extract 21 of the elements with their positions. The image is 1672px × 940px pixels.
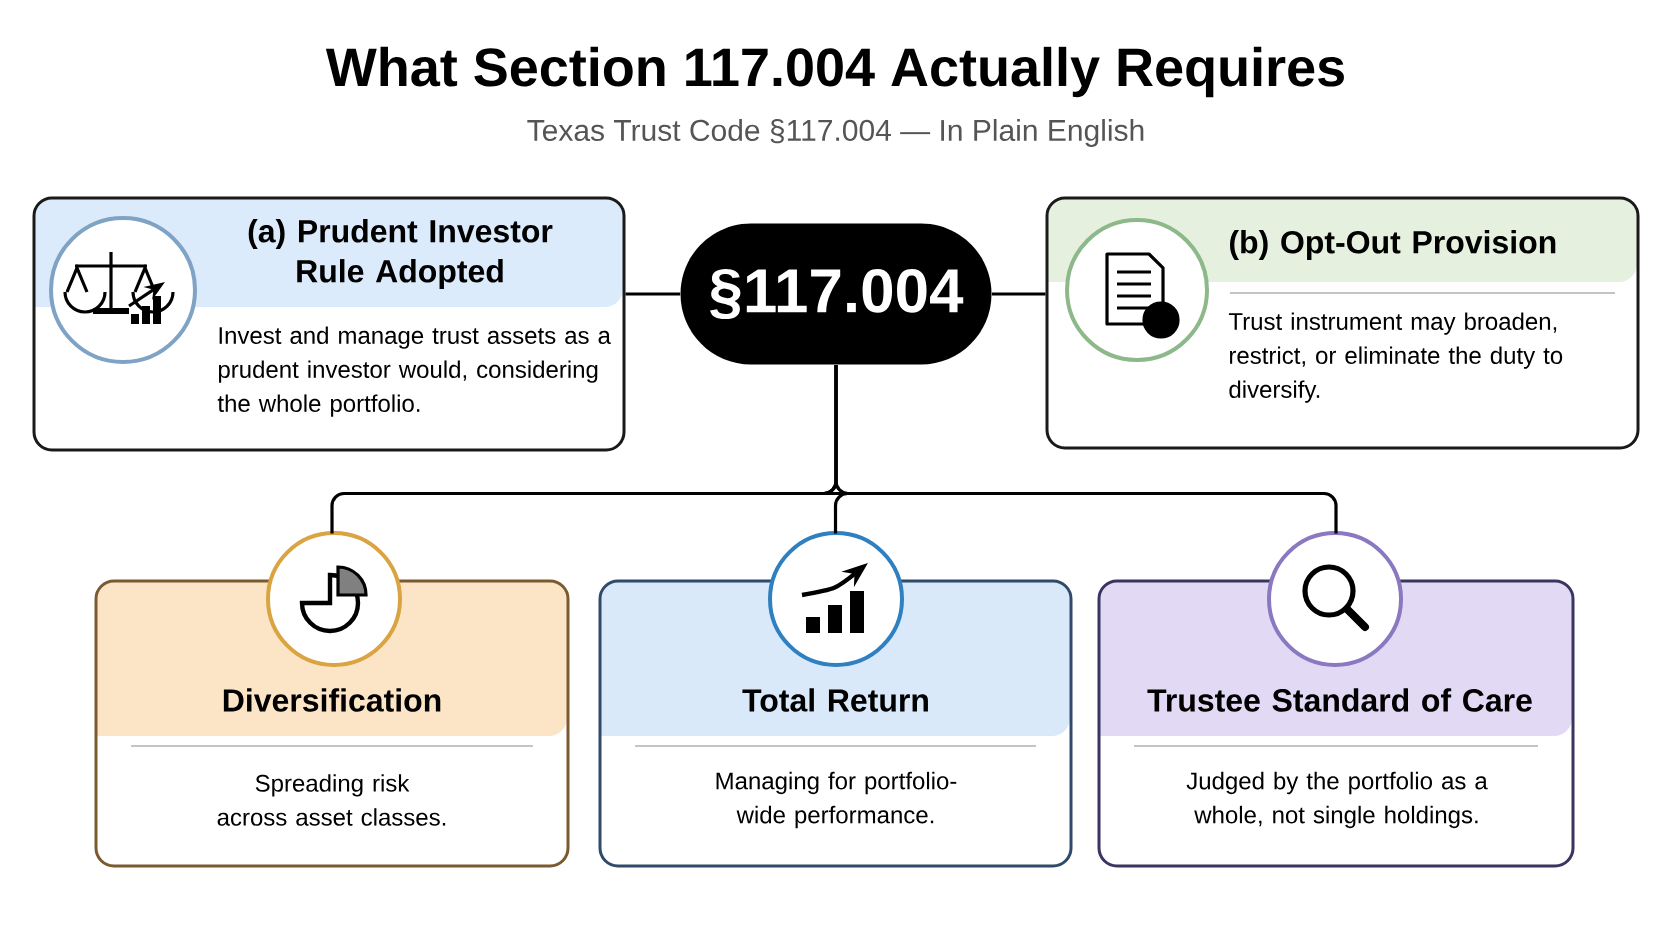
- card-text: Spreading risk across asset classes.: [217, 774, 446, 826]
- card-text: Invest and manage trust assets as a prudent investor would, considering the whole portfolio.: [217, 326, 611, 417]
- card-text: Judged by the portfolio as a whole, not single holdings.: [1186, 771, 1488, 829]
- connector-line: [625, 292, 681, 296]
- title: What Section 117.004 Actually Requires: [325, 46, 1344, 98]
- card-heading: Diversification: [223, 688, 441, 712]
- card: [1097, 531, 1575, 868]
- card: [94, 531, 570, 868]
- card-text: Managing for portfolio-wide performance.: [716, 771, 957, 829]
- card-text: Trust instrument may broaden, restrict, or eliminate the duty to diversify.: [1228, 312, 1563, 403]
- card: [598, 531, 1073, 868]
- card-heading: Trustee Standard of Care: [1147, 688, 1532, 712]
- card: [32, 196, 626, 452]
- center-pill: §117.004: [680, 223, 992, 365]
- card-heading: (a) Prudent Investor Rule Adopted: [248, 219, 553, 289]
- subtitle: Texas Trust Code §117.004 — In Plain English: [527, 119, 1144, 147]
- card-heading: Total Return: [742, 688, 928, 712]
- connector-line: [834, 364, 1338, 534]
- card: [1045, 196, 1640, 450]
- card-heading: (b) Opt-Out Provision: [1230, 230, 1556, 260]
- connector-line: [991, 292, 1046, 296]
